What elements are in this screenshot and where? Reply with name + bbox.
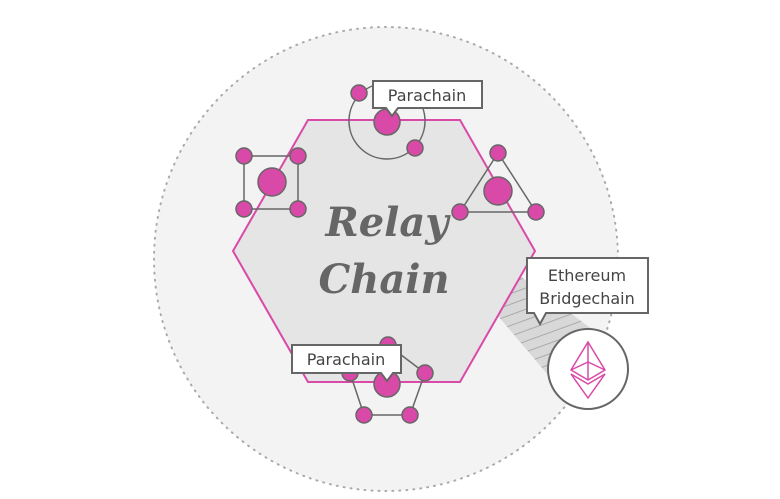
svg-text:Parachain: Parachain: [388, 86, 466, 105]
parachain-top-label: Parachain: [372, 80, 483, 118]
parachain-triangle: [451, 144, 545, 221]
relay-title-line1: Relay: [324, 199, 451, 246]
ethereum-icon: [569, 340, 607, 400]
relay-title-line2: Chain: [318, 256, 449, 303]
svg-text:Bridgechain: Bridgechain: [539, 289, 634, 308]
parachain-bottom-label: Parachain: [291, 344, 402, 383]
relay-chain-hexagon: [231, 119, 537, 383]
parachain-square: [235, 147, 307, 218]
bridgechain-label: Ethereum Bridgechain: [526, 257, 649, 327]
svg-text:Ethereum: Ethereum: [548, 266, 626, 285]
svg-text:Parachain: Parachain: [307, 350, 385, 369]
ethereum-bridge: [547, 328, 629, 410]
